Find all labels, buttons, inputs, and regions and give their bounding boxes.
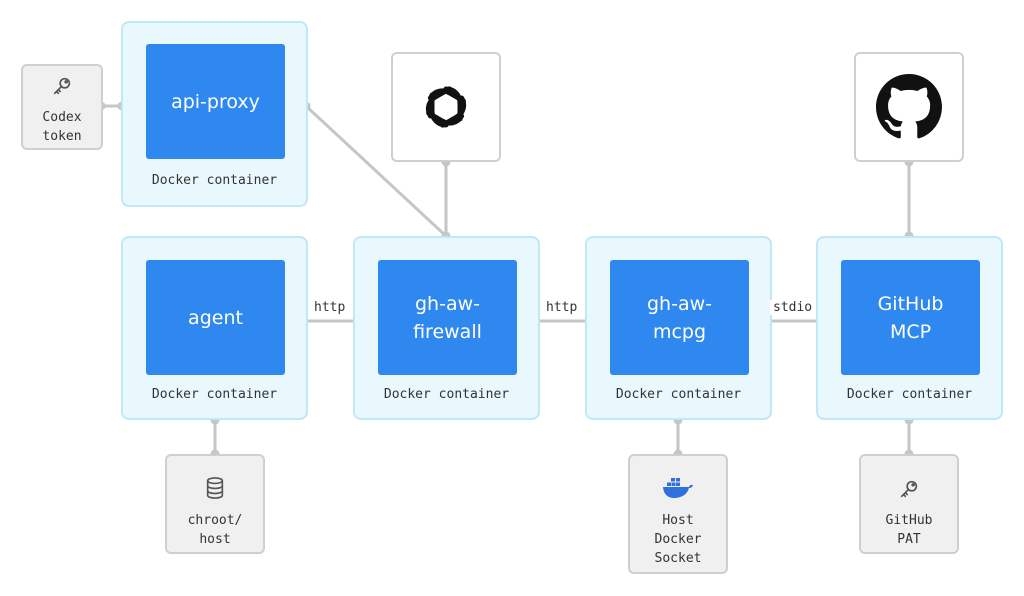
api-proxy-container: api-proxy Docker container [121, 21, 308, 207]
api-proxy-service: api-proxy [146, 44, 285, 159]
mcpg-container: gh-aw- mcpg Docker container [585, 236, 772, 420]
openai-logo-icon [425, 86, 467, 128]
docker-whale-icon [663, 478, 693, 498]
github-logo-box [854, 52, 964, 162]
edge-label-agent-firewall: http [311, 300, 349, 315]
chroot-host-label: chroot/ host [187, 513, 243, 547]
edge-label-mcpg-github-mcp: stdio [770, 300, 816, 315]
codex-token-box: Codex token [21, 64, 103, 150]
key-icon [900, 480, 918, 498]
key-icon [53, 77, 71, 95]
codex-token-label: Codex token [42, 110, 82, 144]
host-docker-socket-box: Host Docker Socket [628, 454, 728, 574]
firewall-container: gh-aw- firewall Docker container [353, 236, 540, 420]
mcpg-caption: Docker container [615, 387, 742, 402]
firewall-service: gh-aw- firewall [378, 260, 517, 375]
github-mcp-caption: Docker container [846, 387, 973, 402]
mcpg-service: gh-aw- mcpg [610, 260, 749, 375]
agent-caption: Docker container [151, 387, 278, 402]
github-pat-box: GitHub PAT [859, 454, 959, 554]
github-logo-icon [876, 74, 942, 139]
host-docker-socket-label: Host Docker Socket [654, 513, 702, 566]
github-mcp-container: GitHub MCP Docker container [816, 236, 1003, 420]
agent-container: agent Docker container [121, 236, 308, 420]
firewall-caption: Docker container [383, 387, 510, 402]
openai-logo-box [391, 52, 501, 162]
api-proxy-caption: Docker container [151, 173, 278, 188]
chroot-host-box: chroot/ host [165, 454, 265, 554]
github-mcp-service: GitHub MCP [841, 260, 980, 375]
database-icon [206, 477, 224, 499]
edge-label-firewall-mcpg: http [543, 300, 581, 315]
agent-service: agent [146, 260, 285, 375]
github-pat-label: GitHub PAT [885, 513, 933, 547]
edge-api-proxy-firewall [304, 104, 448, 238]
